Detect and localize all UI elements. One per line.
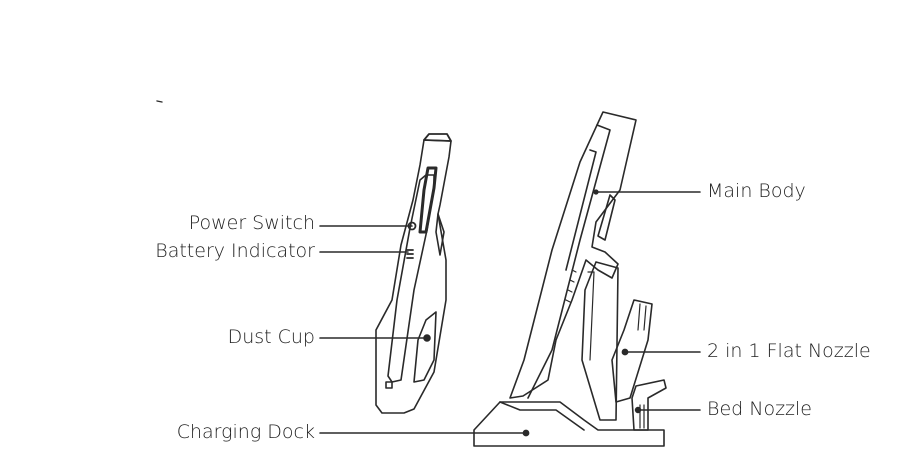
label-power-switch: Power Switch xyxy=(188,212,315,234)
label-main-body: Main Body xyxy=(707,180,806,202)
label-battery-indicator: Battery Indicator xyxy=(155,240,315,262)
main-body-marker xyxy=(593,189,599,195)
label-flat-nozzle: 2 in 1 Flat Nozzle xyxy=(707,340,871,362)
label-charging-dock: Charging Dock xyxy=(176,421,315,443)
handheld-vacuum xyxy=(375,133,452,414)
charging-dock-assembly xyxy=(473,111,667,447)
leader-lines xyxy=(319,191,701,434)
label-dust-cup: Dust Cup xyxy=(227,326,315,348)
label-bed-nozzle: Bed Nozzle xyxy=(707,398,812,420)
stray-mark xyxy=(156,100,163,103)
